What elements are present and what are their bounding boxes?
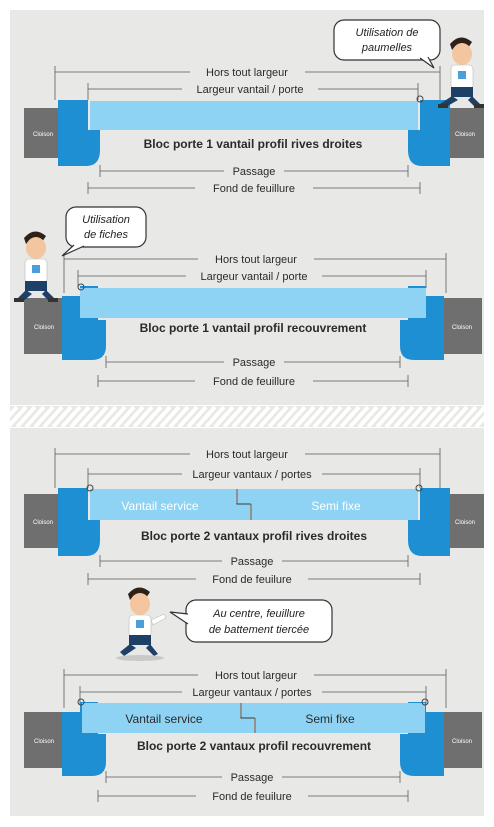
hinge-icon xyxy=(86,484,94,492)
speech-bubble-pins: Utilisation de fiches xyxy=(61,206,147,257)
wall-left xyxy=(24,494,62,548)
leaf-width-label: Largeur vantail / porte xyxy=(196,84,303,96)
passage-label: Passage xyxy=(233,166,276,178)
hinge-icon xyxy=(77,698,85,706)
leaf-fixed xyxy=(242,703,425,733)
diagram-1: Hors tout largeur Largeur vantail / port… xyxy=(24,19,484,196)
overall-width-label: Hors tout largeur xyxy=(215,254,297,266)
door-leaf xyxy=(90,101,418,130)
diagram-title: Bloc porte 1 vantail profil recouvrement xyxy=(140,321,367,335)
svg-text:de fiches: de fiches xyxy=(84,229,129,241)
svg-text:Utilisation: Utilisation xyxy=(82,214,130,226)
leaf-width-label: Largeur vantail / porte xyxy=(200,271,307,283)
rebate-label: Fond de feuillure xyxy=(213,183,295,195)
leaf-active xyxy=(82,703,254,733)
hinge-icon xyxy=(77,283,85,291)
hinge-icon xyxy=(421,698,429,706)
passage-label: Passage xyxy=(231,556,274,568)
diagram-4: Hors tout largeur Largeur vantaux / port… xyxy=(24,667,482,804)
diagram-2: Hors tout largeur Largeur vantail / port… xyxy=(14,206,482,389)
center-rebate xyxy=(236,489,252,520)
leaf-width-label: Largeur vantaux / portes xyxy=(192,469,312,481)
fixed-leaf-label: Semi fixe xyxy=(305,712,355,726)
center-rebate xyxy=(240,703,256,733)
active-leaf-label: Vantail service xyxy=(125,712,202,726)
leaf-fixed xyxy=(238,489,418,520)
overall-width-label: Hors tout largeur xyxy=(215,670,297,682)
passage-label: Passage xyxy=(233,357,276,369)
rebate-label: Fond de feuilure xyxy=(212,574,292,586)
diagram-title: Bloc porte 2 vantaux profil recouvrement xyxy=(137,739,371,753)
wall-right xyxy=(442,298,482,354)
cartoon-man-icon xyxy=(14,231,58,302)
wall-right-label: Cloison xyxy=(452,325,472,331)
diagram-title: Bloc porte 2 vantaux profil rives droite… xyxy=(141,529,367,543)
wall-right xyxy=(446,494,484,548)
wall-left xyxy=(24,712,64,768)
overall-width-label: Hors tout largeur xyxy=(206,67,288,79)
wall-left-label: Cloison xyxy=(33,520,53,526)
diagram-3: Hors tout largeur Largeur vantaux / port… xyxy=(24,446,484,587)
wall-right xyxy=(446,108,484,158)
section-separator xyxy=(0,405,494,429)
speech-bubble-hinges: Utilisation de paumelles xyxy=(333,19,441,69)
svg-text:paumelles: paumelles xyxy=(361,42,413,54)
wall-right-label: Cloison xyxy=(452,739,472,745)
rebate-label: Fond de feuilure xyxy=(212,791,292,803)
hinge-icon xyxy=(415,484,423,492)
leaf-active xyxy=(90,489,250,520)
wall-left xyxy=(24,298,64,354)
wall-left-label: Cloison xyxy=(34,325,54,331)
wall-left-label: Cloison xyxy=(33,132,53,138)
frame-left xyxy=(58,488,100,556)
leaf-width-label: Largeur vantaux / portes xyxy=(192,687,312,699)
wall-left xyxy=(24,108,62,158)
svg-text:de battement tiercée: de battement tiercée xyxy=(209,624,309,636)
wall-left-label: Cloison xyxy=(34,739,54,745)
wall-right-label: Cloison xyxy=(455,520,475,526)
rebate-label: Fond de feuillure xyxy=(213,376,295,388)
frame-left xyxy=(58,100,100,166)
frame-right xyxy=(408,100,450,166)
frame-right xyxy=(408,488,450,556)
wall-right-label: Cloison xyxy=(455,132,475,138)
door-leaf xyxy=(80,288,426,318)
overall-width-label: Hors tout largeur xyxy=(206,449,288,461)
wall-right xyxy=(442,712,482,768)
speech-bubble-center: Au centre, feuillure de battement tiercé… xyxy=(169,599,333,643)
svg-text:Au centre, feuillure: Au centre, feuillure xyxy=(212,608,305,620)
cartoon-man-icon xyxy=(438,37,484,108)
svg-text:Utilisation de: Utilisation de xyxy=(356,27,419,39)
passage-label: Passage xyxy=(231,772,274,784)
hinge-icon xyxy=(416,95,424,103)
cartoon-man-icon xyxy=(116,587,167,661)
active-leaf-label: Vantail service xyxy=(121,499,198,513)
fixed-leaf-label: Semi fixe xyxy=(311,499,361,513)
diagram-title: Bloc porte 1 vantail profil rives droite… xyxy=(144,137,363,151)
